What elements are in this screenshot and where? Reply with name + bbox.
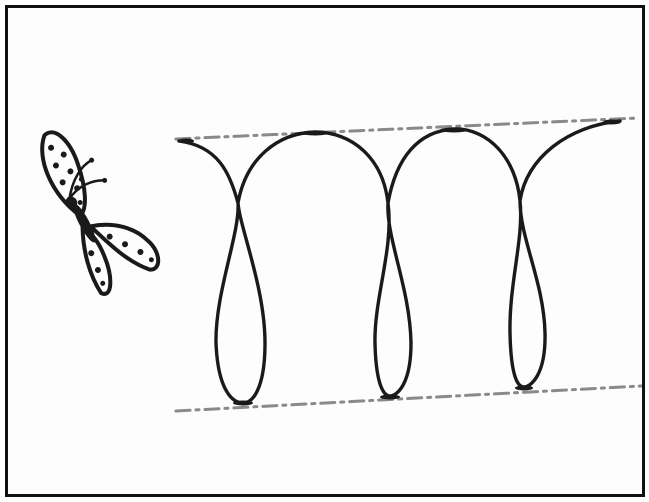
tangent-mark [603, 120, 621, 125]
tangent-mark [178, 139, 194, 144]
tangent-mark [233, 401, 253, 406]
butterfly-icon [23, 114, 163, 296]
tracing-worksheet-figure [8, 8, 642, 494]
loop-trace-path [179, 121, 620, 403]
tangent-mark [440, 128, 468, 133]
tangent-mark [380, 395, 400, 400]
tangent-marks [178, 120, 621, 406]
tangent-mark [301, 131, 329, 136]
butterfly-upper-wing [30, 127, 101, 221]
picture-frame [5, 5, 645, 497]
tangent-mark [515, 386, 533, 391]
lower-guide-line [176, 386, 641, 411]
